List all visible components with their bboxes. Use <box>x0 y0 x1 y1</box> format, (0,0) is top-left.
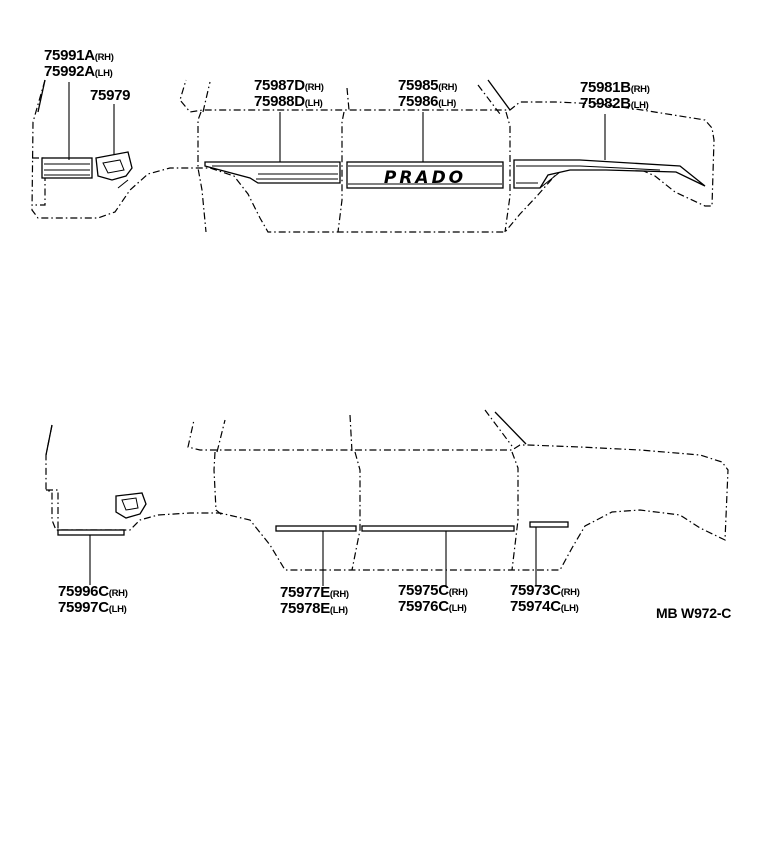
upper-rear-edge <box>37 79 46 113</box>
part-number-rh: 75981B <box>580 79 631 96</box>
svg-text:75987D(RH): 75987D(RH) <box>254 77 324 94</box>
part-number-lh: 75986 <box>398 93 438 110</box>
svg-text:75975C(RH): 75975C(RH) <box>398 582 468 599</box>
upper-fuel-lid-inner <box>102 159 125 174</box>
lower-fuel-lid <box>115 492 147 519</box>
callout-c5: 75981B(RH) 75982B(LH) <box>580 79 650 112</box>
upper-door-seam-front <box>504 111 511 233</box>
lower-moulding-rear-quarter <box>57 529 125 536</box>
upper-pillar-rear <box>202 81 211 113</box>
callout-c7: 75977E(RH) 75978E(LH) <box>280 584 349 617</box>
svg-text:75992A(LH): 75992A(LH) <box>44 63 113 80</box>
upper-fuel-lid <box>95 151 133 181</box>
part-number-rh: 75996C <box>58 583 109 600</box>
callout-c1: 75991A(RH) 75992A(LH) <box>44 47 114 80</box>
svg-text:75973C(RH): 75973C(RH) <box>510 582 580 599</box>
lower-vehicle-side-view: 75996C(RH) 75997C(LH) 75977E(RH) 75978E(… <box>45 409 731 621</box>
part-number-lh: 75997C <box>58 599 109 616</box>
svg-text:75974C(LH): 75974C(LH) <box>510 598 579 615</box>
callout-c6: 75996C(RH) 75997C(LH) <box>58 583 128 616</box>
part-number-rh: 75977E <box>280 584 330 601</box>
part-number-rh: 75973C <box>510 582 561 599</box>
upper-rear-bumper <box>32 157 46 206</box>
upper-prado-emblem: PRADO <box>384 168 466 188</box>
upper-pillar-center <box>346 87 350 111</box>
part-number-lh: 75992A <box>44 63 95 80</box>
svg-text:75981B(RH): 75981B(RH) <box>580 79 650 96</box>
lower-door-seam-rear <box>213 451 223 516</box>
part-number: 75979 <box>90 87 130 104</box>
lower-body-outline <box>45 419 729 571</box>
lower-door-seam-front <box>511 451 519 571</box>
svg-text:75978E(LH): 75978E(LH) <box>280 600 348 617</box>
callout-c2: 75979 <box>90 87 131 104</box>
svg-text:75982B(LH): 75982B(LH) <box>580 95 649 112</box>
upper-rear-arch-line <box>117 179 129 189</box>
lower-rear-edge <box>45 424 53 456</box>
callout-c3: 75987D(RH) 75988D(LH) <box>254 77 324 110</box>
svg-text:75991A(RH): 75991A(RH) <box>44 47 114 64</box>
part-number-rh: 75985 <box>398 77 438 94</box>
part-number-lh: 75976C <box>398 598 449 615</box>
upper-stripe-rear-quarter-lines <box>44 163 90 176</box>
svg-text:75997C(LH): 75997C(LH) <box>58 599 127 616</box>
callout-c4: 75985(RH) 75986(LH) <box>398 77 458 110</box>
lower-moulding-rear-door <box>275 525 357 532</box>
lower-pillar-rear <box>216 419 226 453</box>
upper-door-seam-rear <box>197 111 207 233</box>
lower-rear-bumper <box>46 489 59 530</box>
lower-pillar-center <box>349 414 353 453</box>
part-number-lh: 75978E <box>280 600 330 617</box>
svg-text:75977E(RH): 75977E(RH) <box>280 584 349 601</box>
upper-front-windshield <box>487 79 511 111</box>
upper-stripe-rear-door <box>204 161 341 184</box>
upper-vehicle-side-view: PRADO 75991A(RH) 75992A(LH) 75979 75987D… <box>31 47 715 233</box>
upper-pillar-front <box>477 84 501 115</box>
upper-stripe-front-fender-lines <box>516 165 661 184</box>
upper-stripe-front-door-lines <box>348 165 502 185</box>
svg-text:75986(LH): 75986(LH) <box>398 93 456 110</box>
part-number-lh: 75974C <box>510 598 561 615</box>
svg-text:75996C(RH): 75996C(RH) <box>58 583 128 600</box>
callout-c9: 75973C(RH) 75974C(LH) <box>510 582 580 615</box>
callout-c8: 75975C(RH) 75976C(LH) <box>398 582 468 615</box>
part-number-lh: 75988D <box>254 93 305 110</box>
lower-door-seam-mid <box>351 451 361 571</box>
part-number-rh: 75991A <box>44 47 95 64</box>
part-number-rh: 75987D <box>254 77 305 94</box>
svg-text:75976C(LH): 75976C(LH) <box>398 598 467 615</box>
upper-stripe-rear-quarter <box>41 157 93 179</box>
lower-fuel-lid-inner <box>121 497 139 511</box>
part-number-lh: 75982B <box>580 95 631 112</box>
lower-front-windshield <box>494 411 527 445</box>
part-number-rh: 75975C <box>398 582 449 599</box>
upper-door-seam-mid <box>337 111 345 233</box>
lower-moulding-front-fender <box>529 521 569 528</box>
upper-front-arch-line <box>539 171 561 189</box>
drawing-code: MB W972-C <box>656 605 731 621</box>
svg-text:75985(RH): 75985(RH) <box>398 77 457 94</box>
upper-stripe-rear-door-lines <box>212 165 338 180</box>
upper-stripe-front-fender <box>513 159 706 189</box>
lower-moulding-front-door <box>361 525 515 532</box>
svg-text:75988D(LH): 75988D(LH) <box>254 93 323 110</box>
